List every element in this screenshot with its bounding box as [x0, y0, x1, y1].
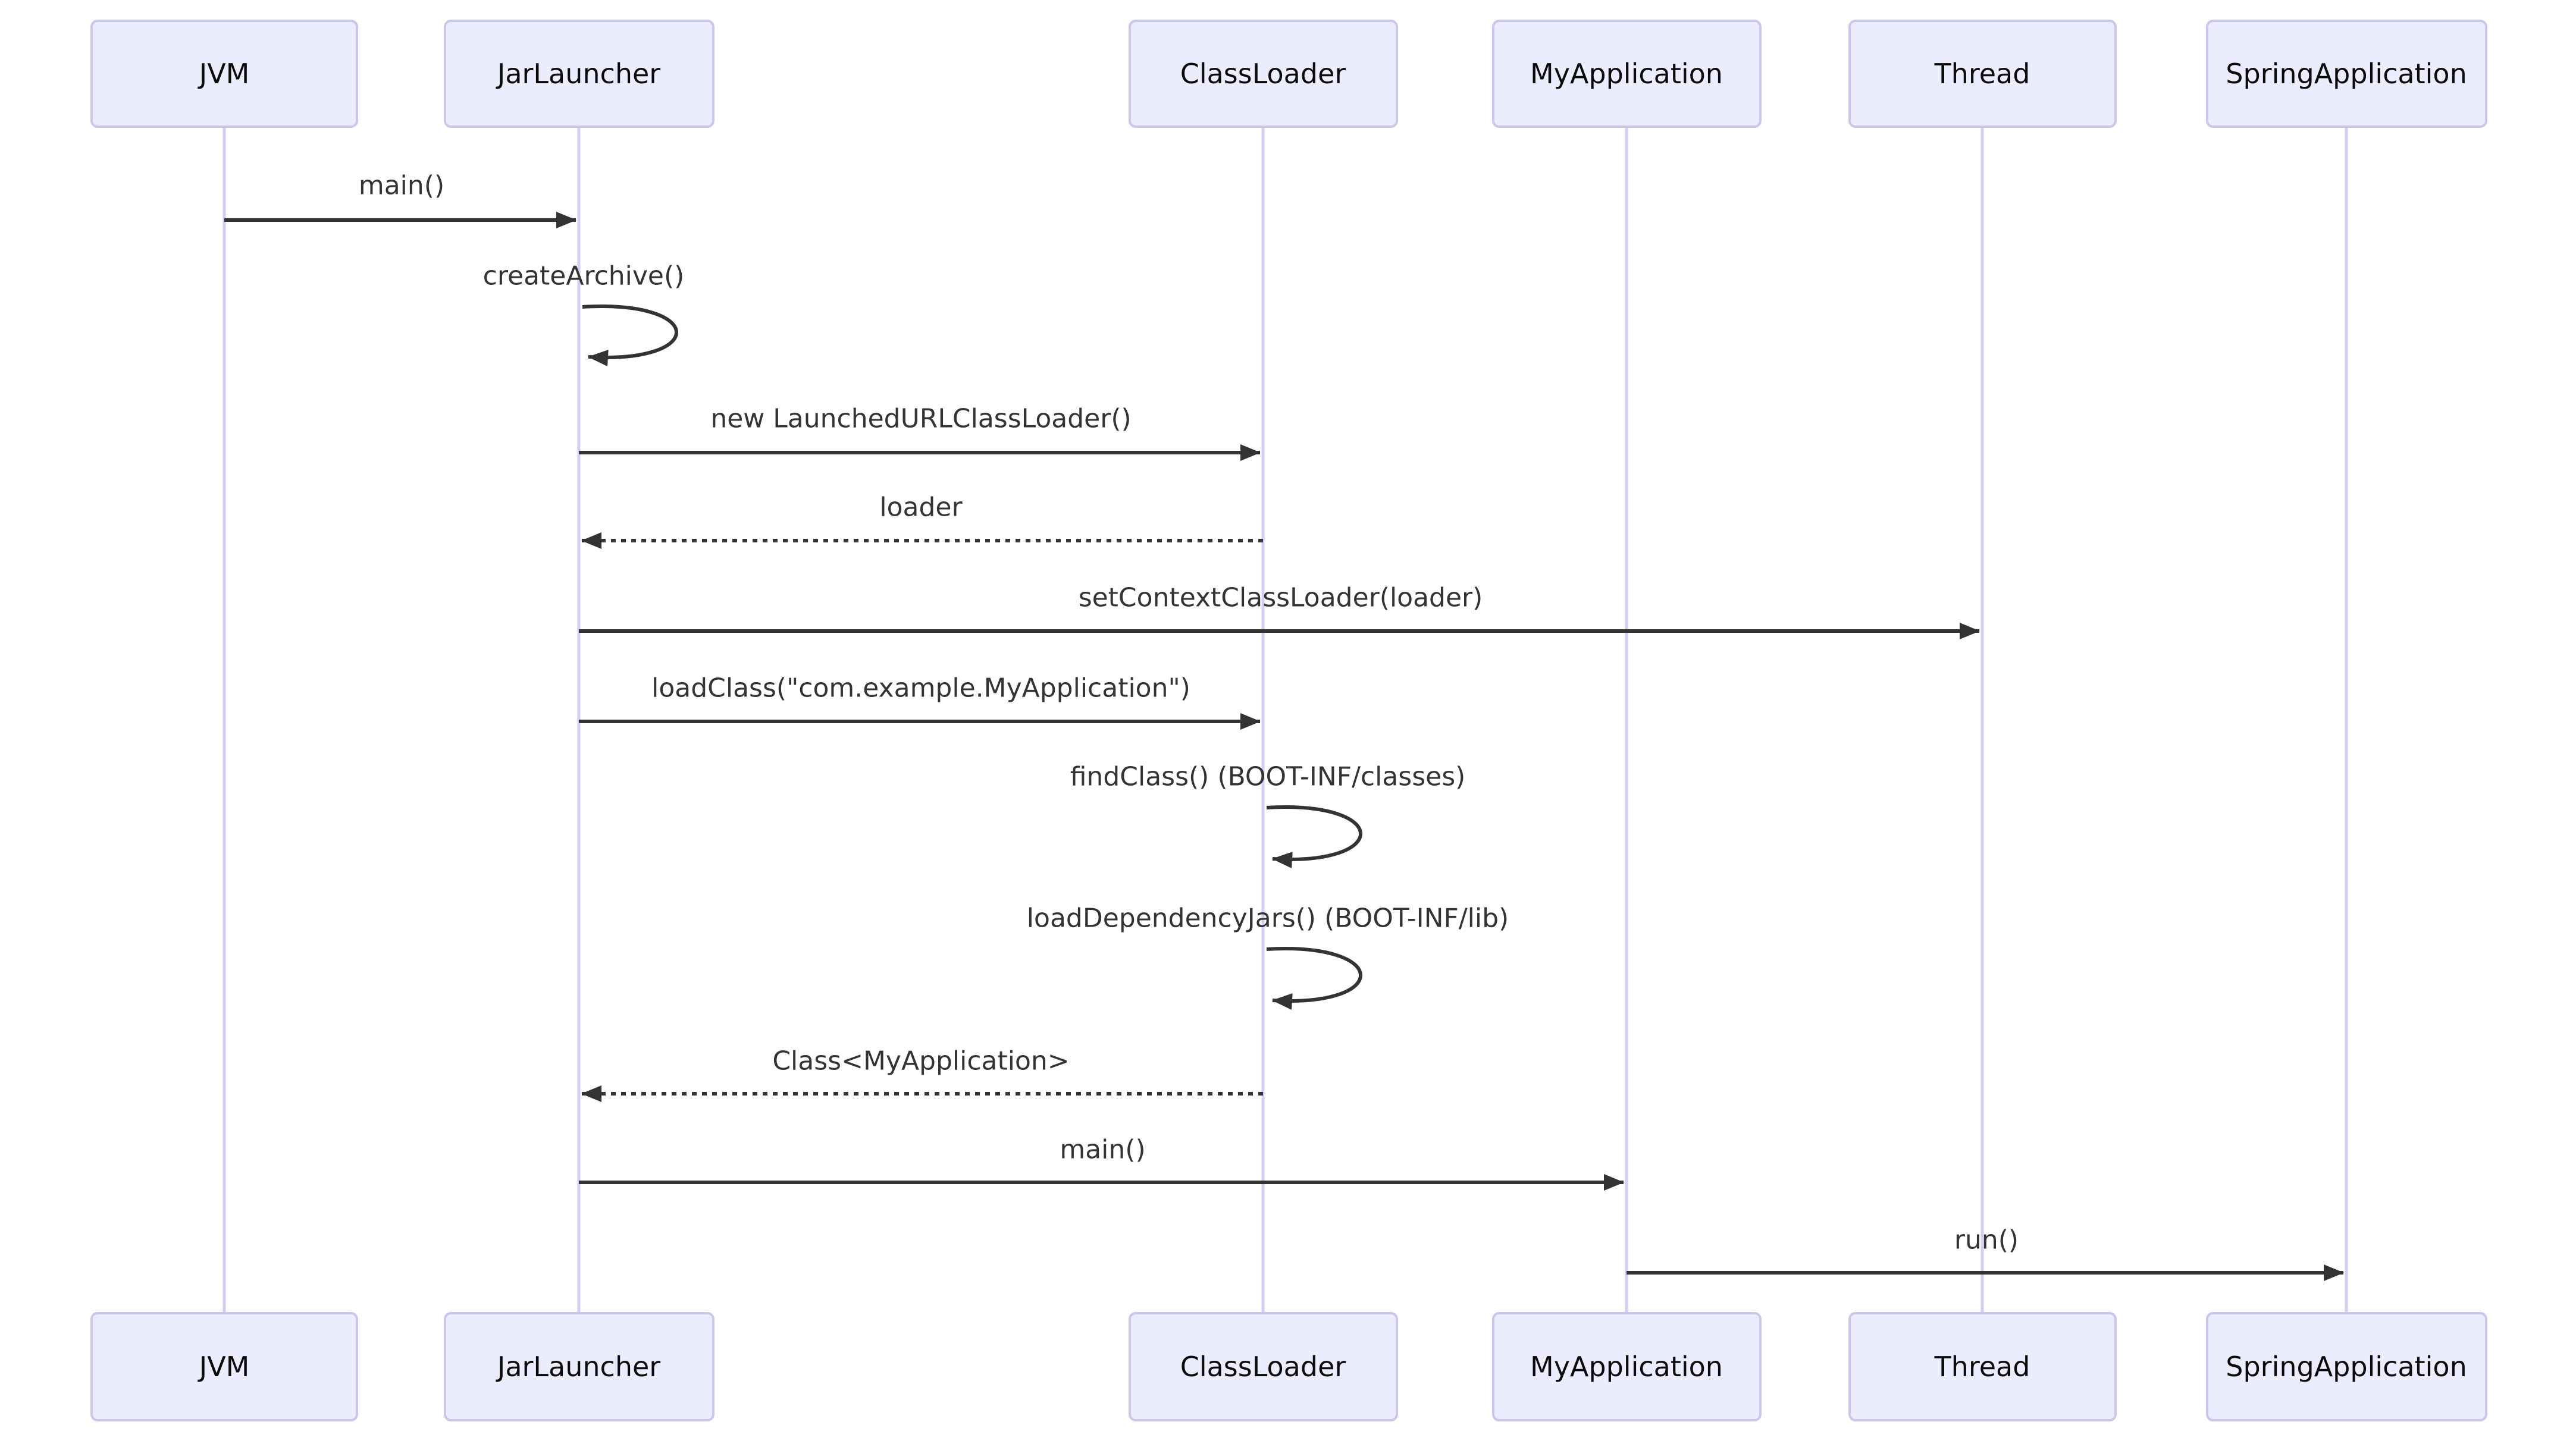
self-message-arrow-7 — [1266, 947, 1362, 1010]
message-label-6: findClass() (BOOT-INF/classes) — [1070, 761, 1466, 792]
message-label-2: new LaunchedURLClassLoader() — [710, 403, 1132, 434]
actor-label-classloader: ClassLoader — [1180, 1351, 1346, 1383]
actor-label-classloader: ClassLoader — [1180, 58, 1346, 90]
actor-box-top-myapplication: MyApplication — [1491, 20, 1762, 128]
actor-box-top-classloader: ClassLoader — [1128, 20, 1398, 128]
actor-label-jarlauncher: JarLauncher — [497, 58, 661, 90]
actor-label-thread: Thread — [1934, 1351, 2030, 1383]
self-message-arrow-6 — [1266, 805, 1362, 868]
message-label-0: main() — [358, 170, 445, 201]
actor-label-myapplication: MyApplication — [1530, 1351, 1723, 1383]
actor-box-top-jarlauncher: JarLauncher — [443, 20, 714, 128]
actor-box-bottom-classloader: ClassLoader — [1128, 1312, 1398, 1421]
actor-label-thread: Thread — [1934, 58, 2030, 90]
self-message-arrow-1 — [582, 305, 678, 366]
message-label-8: Class<MyApplication> — [772, 1046, 1070, 1076]
message-label-9: main() — [1060, 1134, 1146, 1165]
actor-label-jarlauncher: JarLauncher — [497, 1351, 661, 1383]
message-label-3: loader — [879, 492, 963, 523]
actor-box-bottom-thread: Thread — [1848, 1312, 2117, 1421]
actor-box-bottom-jarlauncher: JarLauncher — [443, 1312, 714, 1421]
message-label-10: run() — [1954, 1225, 2019, 1255]
message-label-4: setContextClassLoader(loader) — [1078, 582, 1483, 613]
actor-label-jvm: JVM — [199, 58, 250, 90]
actor-box-bottom-springapplication: SpringApplication — [2205, 1312, 2487, 1421]
actor-box-bottom-myapplication: MyApplication — [1491, 1312, 1762, 1421]
actor-box-top-thread: Thread — [1848, 20, 2117, 128]
actor-label-springapplication: SpringApplication — [2226, 1351, 2467, 1383]
actor-box-top-jvm: JVM — [90, 20, 358, 128]
actor-label-springapplication: SpringApplication — [2226, 58, 2467, 90]
actor-label-myapplication: MyApplication — [1530, 58, 1723, 90]
actor-label-jvm: JVM — [199, 1351, 250, 1383]
message-label-7: loadDependencyJars() (BOOT-INF/lib) — [1026, 903, 1509, 934]
message-label-1: createArchive() — [482, 260, 685, 291]
actor-box-top-springapplication: SpringApplication — [2205, 20, 2487, 128]
message-label-5: loadClass("com.example.MyApplication") — [651, 673, 1190, 704]
actor-box-bottom-jvm: JVM — [90, 1312, 358, 1421]
